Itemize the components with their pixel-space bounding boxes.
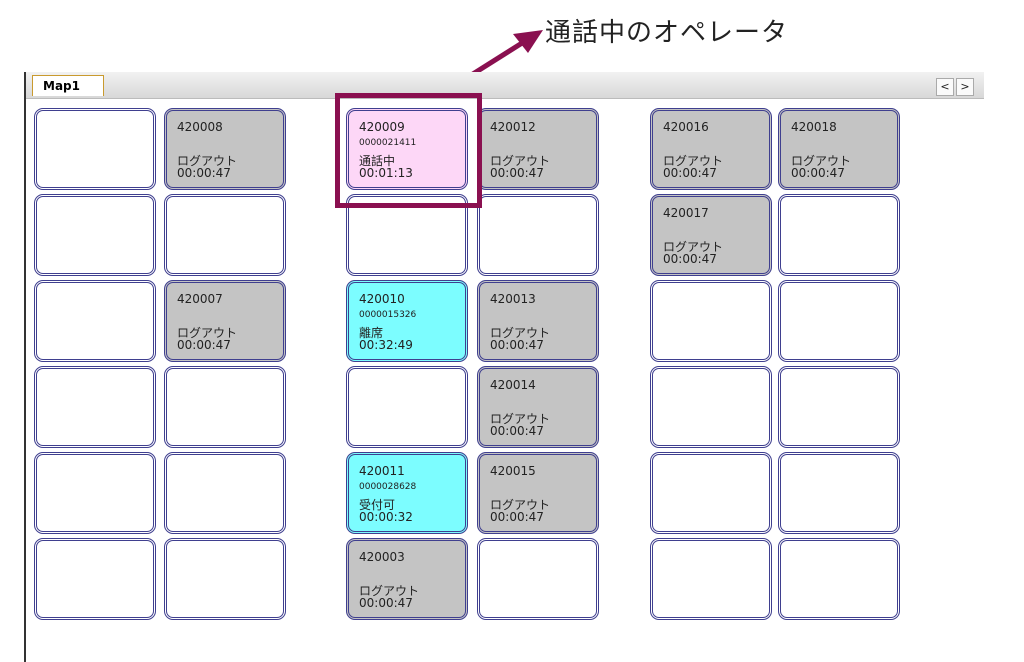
seat-empty[interactable] (34, 452, 156, 534)
seat-time: 00:00:47 (490, 510, 544, 524)
talking-operator-highlight (335, 93, 482, 208)
seat-status: ログアウト (490, 154, 551, 168)
seat-time: 00:32:49 (359, 338, 413, 352)
next-tab-button[interactable]: > (956, 78, 974, 96)
seat-time: 00:00:32 (359, 510, 413, 524)
seat-id: 420011 (359, 464, 405, 478)
seat-empty[interactable] (164, 452, 286, 534)
seat-empty[interactable] (650, 366, 772, 448)
seat-id: 420017 (663, 206, 709, 220)
seat-status: ログアウト (177, 154, 238, 168)
seat-status: 受付可 (359, 498, 396, 512)
seat-empty[interactable] (164, 366, 286, 448)
seat-id: 420009 (359, 120, 405, 134)
seat-status: ログアウト (791, 154, 852, 168)
seat-time: 00:00:47 (663, 252, 717, 266)
seat-time: 00:01:13 (359, 166, 413, 180)
seat-id: 420016 (663, 120, 709, 134)
seat-empty[interactable] (346, 366, 468, 448)
seat-empty[interactable] (164, 194, 286, 276)
tab-map1[interactable]: Map1 (32, 75, 104, 96)
seat-status: ログアウト (490, 498, 551, 512)
callout-label: 通話中のオペレータ (545, 18, 789, 48)
seat-empty[interactable] (778, 194, 900, 276)
seat-empty[interactable] (778, 538, 900, 620)
seat-map-panel: Map1 < > (24, 72, 984, 662)
seat-empty[interactable] (477, 538, 599, 620)
seat-empty[interactable] (778, 452, 900, 534)
seat-id: 420010 (359, 292, 405, 306)
seat-empty[interactable] (778, 366, 900, 448)
seat-empty[interactable] (650, 280, 772, 362)
seat-empty[interactable] (34, 194, 156, 276)
seat-time: 00:00:47 (359, 596, 413, 610)
seat-status: ログアウト (359, 584, 420, 598)
seat-status: ログアウト (490, 326, 551, 340)
seat-id: 420014 (490, 378, 536, 392)
seat-empty[interactable] (650, 452, 772, 534)
seat-id: 420013 (490, 292, 536, 306)
seat-status: ログアウト (177, 326, 238, 340)
seat-empty[interactable] (34, 538, 156, 620)
seat-status: 通話中 (359, 154, 396, 168)
seat-status: ログアウト (490, 412, 551, 426)
seat-status: ログアウト (663, 240, 724, 254)
seat-number: 0000028628 (359, 482, 417, 492)
seat-status: ログアウト (663, 154, 724, 168)
seat-empty[interactable] (34, 280, 156, 362)
seat-empty[interactable] (650, 538, 772, 620)
seat-time: 00:00:47 (490, 166, 544, 180)
seat-time: 00:00:47 (177, 338, 231, 352)
seat-id: 420003 (359, 550, 405, 564)
seat-status: 離席 (359, 326, 384, 340)
seat-time: 00:00:47 (490, 338, 544, 352)
seat-time: 00:00:47 (663, 166, 717, 180)
seat-time: 00:00:47 (177, 166, 231, 180)
seat-empty[interactable] (34, 108, 156, 190)
seat-id: 420018 (791, 120, 837, 134)
seat-id: 420007 (177, 292, 223, 306)
seat-empty[interactable] (164, 538, 286, 620)
seat-time: 00:00:47 (791, 166, 845, 180)
seat-time: 00:00:47 (490, 424, 544, 438)
seat-empty[interactable] (778, 280, 900, 362)
seat-empty[interactable] (477, 194, 599, 276)
seat-id: 420012 (490, 120, 536, 134)
seat-number: 0000021411 (359, 138, 417, 148)
tab-bar: Map1 < > (26, 72, 984, 99)
seat-empty[interactable] (34, 366, 156, 448)
prev-tab-button[interactable]: < (936, 78, 954, 96)
seat-id: 420015 (490, 464, 536, 478)
seat-number: 0000015326 (359, 310, 417, 320)
seat-id: 420008 (177, 120, 223, 134)
